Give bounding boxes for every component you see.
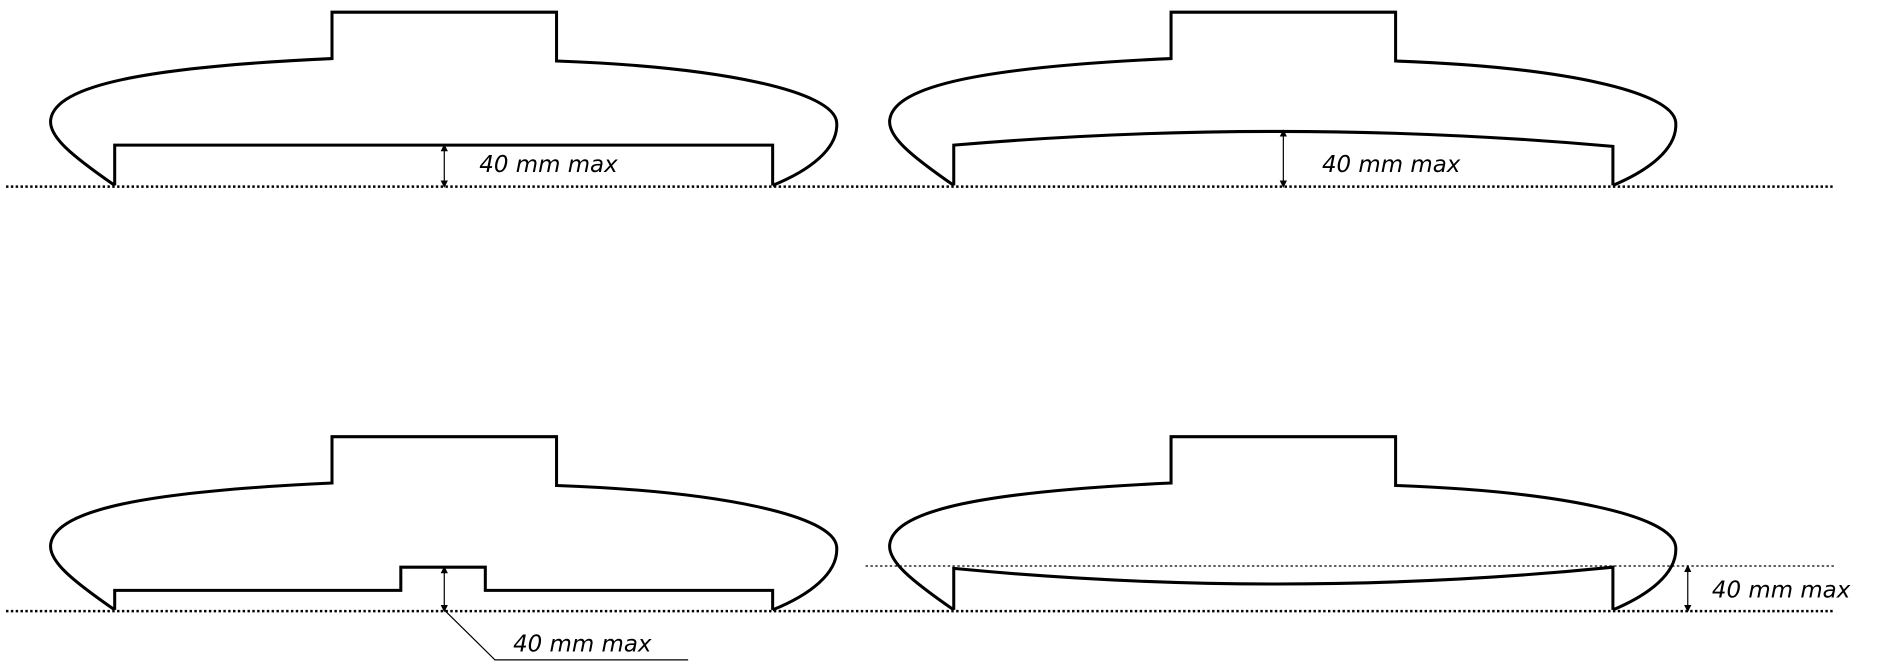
figure-convex-underside: 40 mm max — [888, 10, 1836, 188]
vehicle-outline — [888, 10, 1678, 187]
figure-concave-underside: 40 mm max — [865, 435, 1851, 613]
figure-bump-underside: 40 mm max — [6, 435, 918, 661]
figure-flat-underside: 40 mm max — [6, 10, 918, 188]
underside — [952, 565, 1615, 610]
dimension-label: 40 mm max — [1712, 578, 1851, 604]
dimension-label: 40 mm max — [513, 631, 652, 657]
vehicle-outline — [49, 435, 839, 612]
vehicle-outline — [888, 435, 1678, 612]
dimension-label: 40 mm max — [1322, 152, 1461, 178]
leader-line — [443, 609, 689, 661]
dimension-label: 40 mm max — [479, 152, 618, 178]
vehicle-outline — [49, 10, 839, 187]
